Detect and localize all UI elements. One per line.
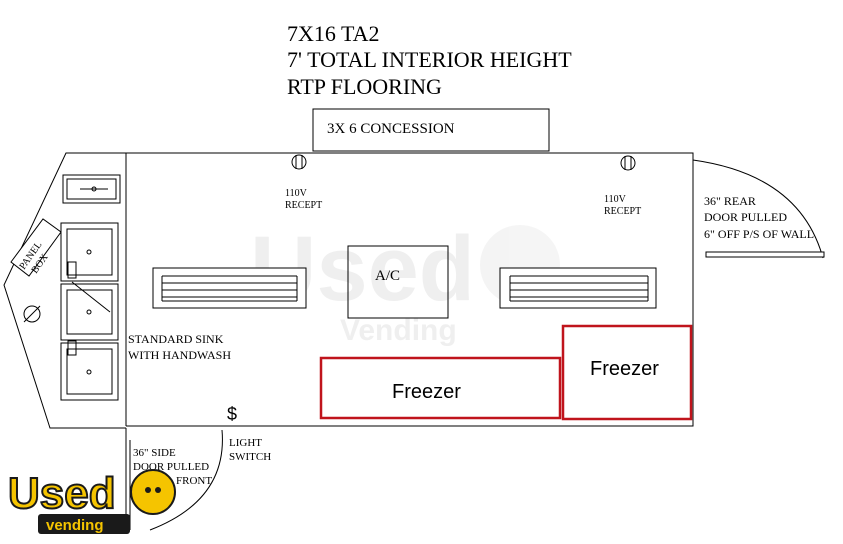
receptacle-right-label-2: RECEPT (604, 206, 641, 217)
rear-door (692, 159, 825, 259)
receptacle-left (291, 154, 307, 170)
light-switch-icon: $ (227, 404, 237, 424)
side-door-label-3: FRONT (176, 475, 212, 487)
light-switch-label-2: SWITCH (229, 451, 271, 463)
receptacle-right-label-1: 110V (604, 194, 627, 205)
trailer-outline (3, 152, 694, 429)
counter-left (152, 267, 307, 309)
receptacle-left-label-1: 110V (285, 188, 308, 199)
logo-piggy-icon (130, 469, 176, 515)
ac-unit-label: A/C (375, 268, 400, 284)
counter-right (499, 267, 657, 309)
freezer-2-label: Freezer (590, 358, 659, 380)
three-compartment-sink (60, 222, 119, 401)
light-switch-label-1: LIGHT (229, 437, 262, 449)
rear-door-label-1: 36" REAR (704, 194, 756, 208)
svg-text:$: $ (227, 404, 237, 424)
logo-sub: vending (46, 517, 104, 534)
used-vending-logo: Used vending (7, 468, 176, 534)
sink-label-1: STANDARD SINK (128, 332, 224, 346)
side-door (125, 428, 223, 531)
logo-brand: Used (8, 469, 116, 518)
ac-unit (347, 245, 449, 319)
freezer-1-label: Freezer (392, 381, 461, 403)
freezer-1 (319, 356, 562, 420)
title-line-2: 7' TOTAL INTERIOR HEIGHT (287, 47, 572, 72)
receptacle-left-label-2: RECEPT (285, 200, 322, 211)
side-door-label-1: 36" SIDE (133, 447, 176, 459)
rear-door-label-3: 6" OFF P/S OF WALL (704, 227, 814, 241)
sink-label-2: WITH HANDWASH (128, 348, 231, 362)
receptacle-right (620, 155, 636, 171)
concession-window (312, 108, 550, 152)
panel-box: PANEL BOX (10, 218, 62, 277)
rear-door-label-2: DOOR PULLED (704, 210, 787, 224)
title-line-1: 7X16 TA2 (287, 21, 380, 46)
title-line-3: RTP FLOORING (287, 74, 442, 99)
watermark-sub: Vending (340, 314, 457, 347)
light-fixture-icon (23, 305, 41, 323)
concession-window-label: 3X 6 CONCESSION (327, 121, 455, 137)
freezer-2 (561, 324, 693, 421)
handwash-sink (62, 174, 121, 204)
